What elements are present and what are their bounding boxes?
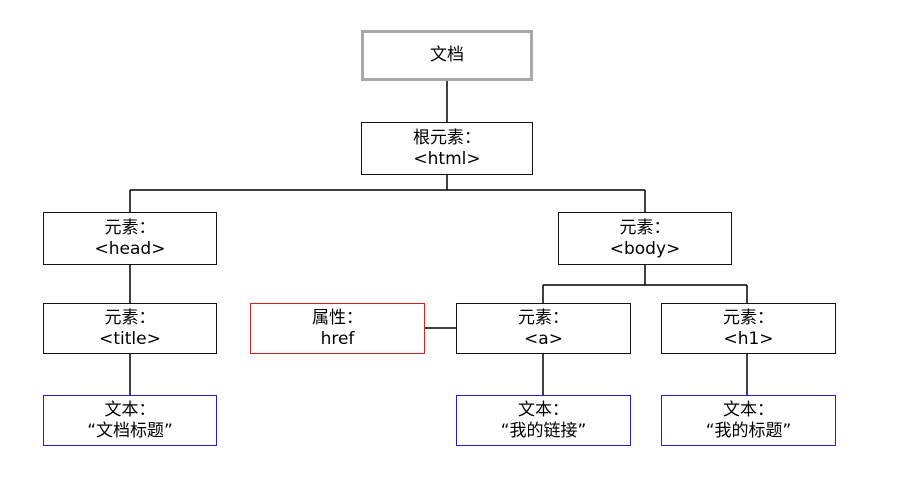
link-text-value: “我的链接” <box>500 420 587 441</box>
title-element-tag: <title> <box>99 328 161 349</box>
title-text-value: “文档标题” <box>87 420 173 441</box>
body-element-caption: 元素： <box>619 217 671 238</box>
body-element-tag: <body> <box>609 238 681 259</box>
heading-text-value: “我的标题” <box>705 420 792 441</box>
title-text-caption: 文本： <box>104 399 156 420</box>
a-element-tag: <a> <box>524 328 563 349</box>
head-element-caption: 元素： <box>104 217 156 238</box>
title-element-node: 元素： <title> <box>43 303 217 354</box>
title-element-caption: 元素： <box>104 307 156 328</box>
title-text-node: 文本： “文档标题” <box>43 395 217 446</box>
head-element-tag: <head> <box>94 238 166 259</box>
a-element-caption: 元素： <box>518 307 569 328</box>
href-attribute-node: 属性： href <box>250 303 425 354</box>
heading-text-node: 文本： “我的标题” <box>661 395 836 446</box>
h1-element-tag: <h1> <box>723 328 774 349</box>
link-text-caption: 文本： <box>518 399 569 420</box>
head-element-node: 元素： <head> <box>43 212 217 265</box>
heading-text-caption: 文本： <box>723 399 774 420</box>
h1-element-caption: 元素： <box>723 307 774 328</box>
root-element-caption: 根元素： <box>413 127 481 148</box>
root-element-tag: <html> <box>413 148 481 169</box>
body-element-node: 元素： <body> <box>558 212 732 265</box>
document-node: 文档 <box>361 30 533 81</box>
attribute-caption: 属性： <box>312 307 363 328</box>
document-label: 文档 <box>430 45 464 65</box>
root-element-node: 根元素： <html> <box>361 122 533 175</box>
attribute-name: href <box>320 328 355 349</box>
link-text-node: 文本： “我的链接” <box>456 395 631 446</box>
a-element-node: 元素： <a> <box>456 303 631 354</box>
h1-element-node: 元素： <h1> <box>661 303 836 354</box>
